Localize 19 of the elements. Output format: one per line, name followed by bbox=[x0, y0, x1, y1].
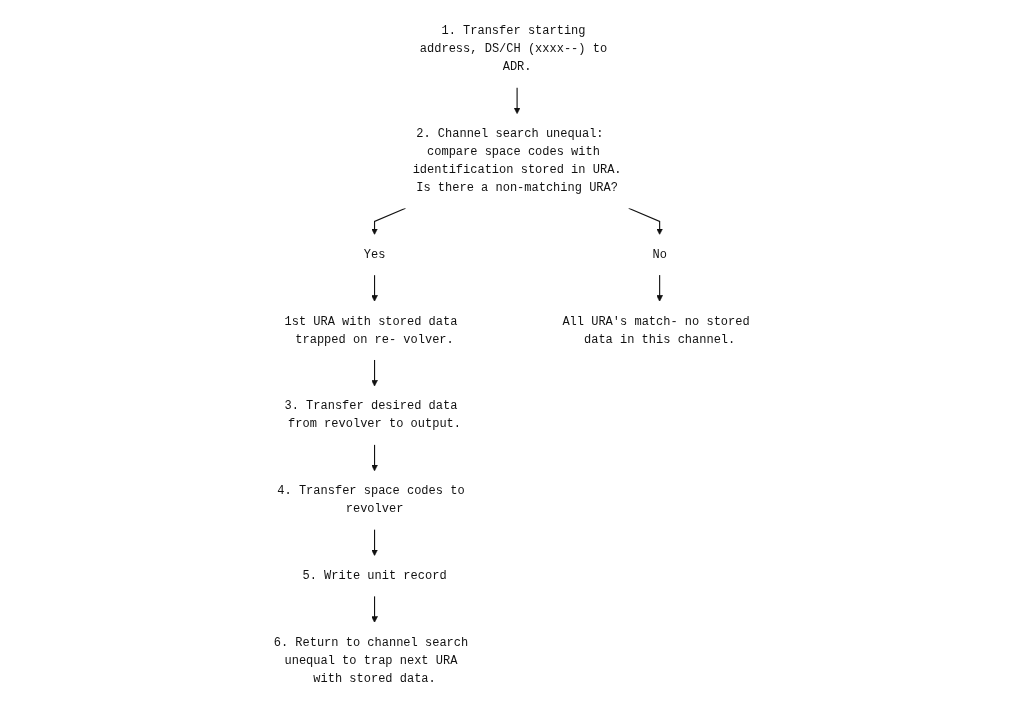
node-text: 5. Write unit record bbox=[302, 568, 447, 583]
arrow bbox=[371, 207, 406, 235]
arrow bbox=[628, 207, 663, 235]
node-text: Yes bbox=[363, 247, 386, 262]
node-text: 4. Transfer space codes to revolver bbox=[277, 483, 465, 516]
node-text: No bbox=[652, 247, 667, 262]
node-text: 1. Transfer starting address, DS/CH (xxxx--) to ADR. bbox=[419, 24, 608, 74]
arrow bbox=[513, 86, 521, 114]
arrow bbox=[656, 274, 663, 302]
node-text: 1st URA with stored data trapped on re- volver. bbox=[284, 314, 458, 346]
arrow bbox=[371, 274, 378, 302]
node-text: 3. Transfer desired data from revolver to output. bbox=[284, 399, 461, 431]
arrow bbox=[371, 528, 378, 556]
node-text: 2. Channel search unequal: compare space codes with identification stored in URA. Is there a non-matching URA? bbox=[412, 126, 622, 195]
node-text: 6. Return to channel search unequal to trap next URA with stored data. bbox=[273, 635, 469, 685]
arrow bbox=[371, 358, 378, 386]
arrow bbox=[371, 595, 378, 623]
node-text: All URA's match- no stored data in this channel. bbox=[562, 314, 750, 346]
arrow bbox=[371, 443, 378, 471]
